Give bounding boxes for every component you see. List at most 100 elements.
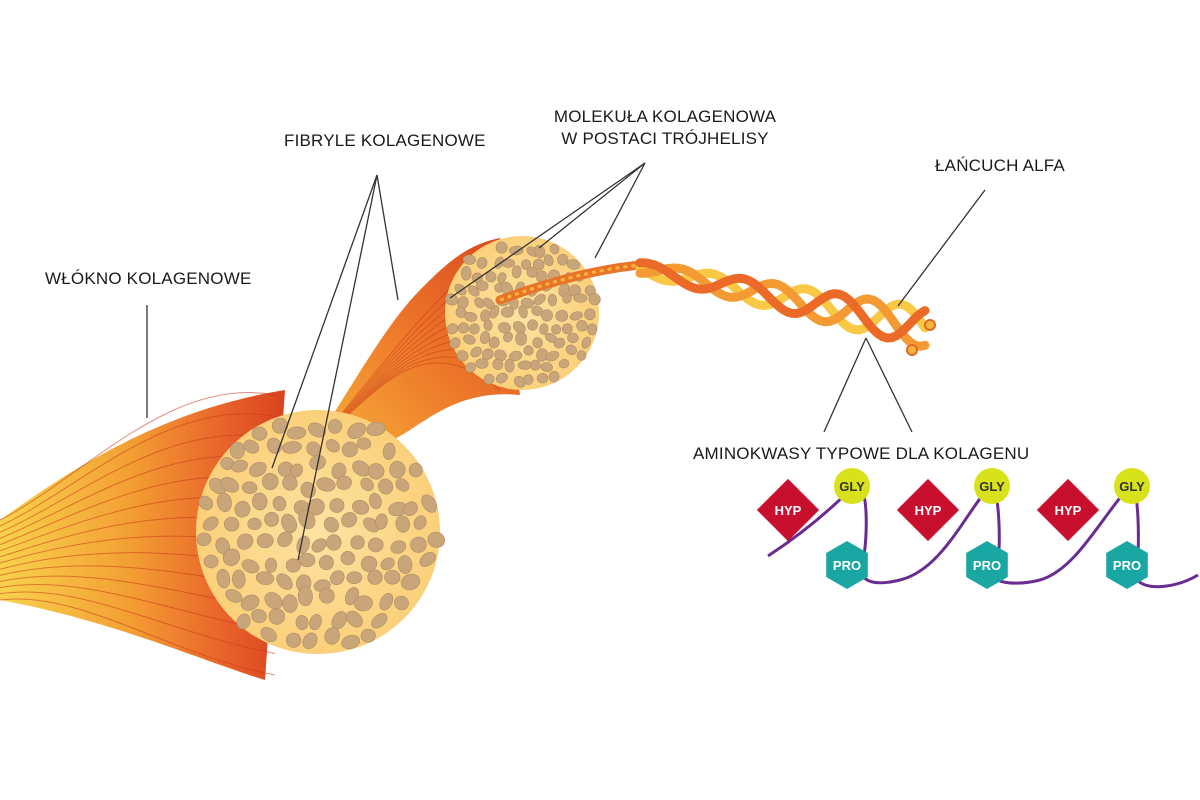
fibril-dot	[311, 538, 327, 553]
fibril-dot	[576, 350, 587, 361]
fibril-dot	[549, 243, 560, 255]
fibril-dot	[330, 570, 345, 586]
fibril-dot	[251, 492, 268, 511]
fibril-dot	[536, 372, 549, 384]
fibril-dot	[264, 592, 283, 610]
fibril-dot	[380, 557, 395, 571]
label-collagen-molecule: MOLEKUŁA KOLAGENOWA W POSTACI TRÓJHELISY	[540, 106, 790, 150]
fibril-dot	[220, 477, 240, 493]
fibril-dot	[483, 373, 495, 385]
label-collagen-molecule-line2: W POSTACI TRÓJHELISY	[561, 129, 769, 148]
fibril-dot	[236, 613, 251, 630]
fibril-dot	[389, 461, 406, 479]
fibril-dot	[541, 309, 553, 322]
fibril-dot	[553, 337, 566, 349]
fibril-dot	[545, 350, 560, 362]
fibril-dot	[464, 311, 478, 322]
fibril-dot	[518, 304, 528, 319]
fibril-dot	[581, 336, 591, 349]
fibril-dot	[397, 555, 413, 574]
fibril-dot	[366, 421, 386, 437]
fibril-dot	[567, 332, 579, 344]
fibril-dot	[460, 266, 472, 281]
fibril-dot	[276, 573, 293, 590]
fibril-dot	[229, 441, 245, 460]
fibril-dot	[480, 309, 491, 322]
fibril-dot	[323, 516, 339, 533]
fibril-dot	[498, 322, 511, 334]
fibril-dot	[476, 280, 489, 292]
fibril-dot	[501, 258, 515, 268]
fibril-dot	[476, 257, 488, 269]
fibril-dot	[272, 496, 287, 512]
fibril-dot	[325, 439, 340, 453]
fibril-dot	[241, 559, 260, 574]
fibril-dot	[395, 515, 410, 533]
fibril-dot	[465, 362, 476, 373]
fibril-dot	[232, 569, 246, 589]
fibril-dot	[251, 426, 268, 441]
fibril-dot	[400, 573, 421, 591]
fibril-dot	[216, 568, 231, 589]
fibril-dot	[286, 426, 307, 440]
fibril-cross-section	[445, 236, 601, 390]
fibril-dot	[488, 336, 500, 349]
pro-label: PRO	[1113, 558, 1141, 573]
fibril-dot	[382, 442, 396, 460]
fibril-dot	[308, 422, 326, 438]
fibril-dot	[384, 569, 401, 585]
fibril-dot	[427, 531, 446, 548]
fibril-dot	[495, 372, 508, 384]
fibril-dot	[367, 463, 385, 480]
fibril-dot	[316, 477, 336, 492]
fibril-dot	[463, 334, 476, 345]
fibril-dot	[469, 323, 480, 335]
label-alpha-chain: ŁAŃCUCH ALFA	[935, 156, 1065, 175]
gly-icon	[1114, 468, 1150, 504]
fibril-dot	[456, 350, 469, 362]
fiber-strand	[0, 598, 276, 676]
fibril-dot	[529, 359, 541, 371]
fiber-cross-section	[196, 410, 446, 654]
fibril-dot	[522, 374, 534, 385]
fibril-dot	[264, 557, 278, 573]
fibril-dot	[353, 595, 373, 612]
fibril-dot	[282, 475, 298, 491]
fibril-dot	[457, 322, 470, 334]
fibril-dot	[281, 513, 298, 534]
fibril-dot	[562, 293, 572, 304]
fibril-dot	[367, 569, 383, 585]
fibril-dot	[223, 516, 240, 532]
fibril-dot	[264, 511, 279, 527]
fibril-dot	[340, 550, 355, 566]
fibril-dot	[526, 266, 538, 278]
fiber-strand	[0, 591, 276, 654]
fibril-dot	[331, 462, 347, 480]
fibril-dot	[341, 512, 358, 528]
alpha-chain-strand	[635, 258, 930, 343]
fibril-dot	[492, 358, 504, 370]
fibril-dot	[588, 292, 601, 306]
fibril-dot	[196, 532, 212, 547]
fibril-dot	[347, 422, 366, 439]
fibril-dot	[584, 308, 596, 321]
fibril-dot	[329, 498, 345, 513]
hyp-label: HYP	[1055, 503, 1082, 518]
gly-label: GLY	[1119, 479, 1145, 494]
fibril-dot	[242, 481, 258, 495]
fibril-dot	[455, 306, 467, 318]
leader-lines	[146, 162, 986, 561]
fibril-dot	[566, 259, 581, 270]
fibril-dot	[341, 634, 361, 650]
fibril-dot	[576, 320, 588, 332]
fibril-dot	[534, 244, 546, 259]
hyp-icon	[756, 478, 820, 542]
fibril-dot	[261, 472, 279, 491]
fibril-dot	[306, 441, 321, 457]
fibril-dot	[371, 613, 388, 629]
fibril-dot	[485, 271, 497, 283]
fibril-dot	[470, 346, 482, 358]
fiber-strand	[0, 584, 276, 633]
